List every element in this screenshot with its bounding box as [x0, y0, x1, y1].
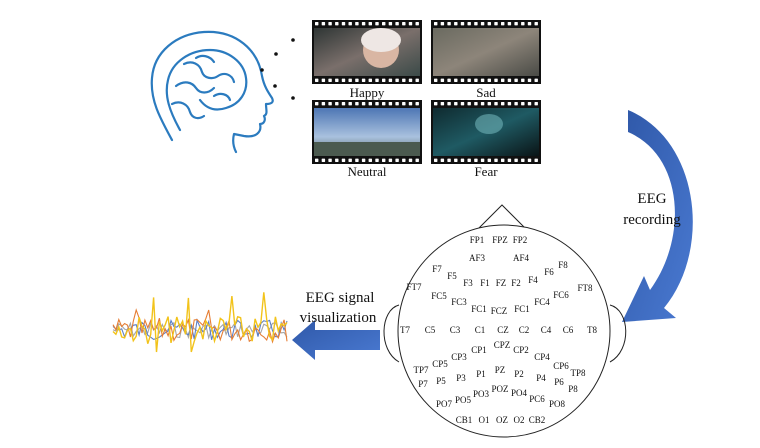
electrode-label: FC6 — [553, 290, 569, 300]
stimulus-label-happy: Happy — [350, 85, 385, 100]
electrode-label: F2 — [511, 278, 521, 288]
electrode-label: O1 — [479, 415, 490, 425]
electrode-label: C6 — [563, 325, 574, 335]
electrode-label: C2 — [519, 325, 530, 335]
electrode-label: PZ — [495, 365, 506, 375]
electrode-label: T8 — [587, 325, 597, 335]
stimulus-label-sad: Sad — [476, 85, 496, 100]
electrode-label: PO7 — [436, 399, 453, 409]
electrode-label: T7 — [400, 325, 410, 335]
film-frame-fear — [431, 100, 541, 164]
electrode-label: CP6 — [553, 361, 569, 371]
eeg-signal-line — [112, 308, 288, 344]
electrode-label: FC1 — [471, 304, 487, 314]
electrode-label: CB2 — [529, 415, 546, 425]
electrode-label: P6 — [554, 377, 564, 387]
electrode-label: P8 — [568, 384, 578, 394]
stimulus-label-fear: Fear — [474, 164, 498, 179]
nose-icon — [476, 204, 528, 231]
electrode-label: FZ — [496, 278, 507, 288]
electrode-label: FT8 — [577, 283, 593, 293]
electrode-label: FC5 — [431, 291, 447, 301]
electrode-label: P5 — [436, 376, 446, 386]
film-frame-happy — [312, 20, 422, 84]
electrode-label: POZ — [491, 384, 508, 394]
electrode-label: F8 — [558, 260, 568, 270]
electrode-label: C1 — [475, 325, 486, 335]
electrode-label: CP1 — [471, 345, 487, 355]
electrode-label: F1 — [480, 278, 490, 288]
electrode-label: FPZ — [492, 235, 508, 245]
electrode-label: FC4 — [534, 297, 550, 307]
electrode-label: TP8 — [570, 368, 586, 378]
electrode-label: P2 — [514, 369, 524, 379]
recording-label-line1: EEG — [637, 191, 666, 207]
electrode-label: OZ — [496, 415, 508, 425]
electrode-label: P3 — [456, 373, 466, 383]
electrode-label: P7 — [418, 379, 428, 389]
electrode-label: C4 — [541, 325, 552, 335]
electrode-label: PO8 — [549, 399, 566, 409]
electrode-label: PC6 — [529, 394, 545, 404]
scalp-outline — [397, 224, 611, 438]
electrode-label: P1 — [476, 369, 486, 379]
electrode-label: CP3 — [451, 352, 467, 362]
electrode-label: C3 — [450, 325, 461, 335]
electrode-label: CP2 — [513, 345, 529, 355]
electrode-label: FT7 — [406, 282, 422, 292]
left-ear-icon — [383, 304, 400, 363]
electrode-label: FP2 — [513, 235, 528, 245]
film-frame-sad — [431, 20, 541, 84]
head-brain-icon — [150, 30, 274, 154]
electrode-label: CZ — [497, 325, 509, 335]
electrode-label: P4 — [536, 373, 546, 383]
electrode-label: TP7 — [413, 365, 429, 375]
visualization-arrow — [292, 320, 380, 360]
electrode-label: F6 — [544, 267, 554, 277]
electrode-label: CPZ — [494, 340, 511, 350]
eeg-signal-traces — [112, 292, 288, 353]
visualization-label-line1: EEG signal — [306, 290, 375, 306]
visualization-label-line2: visualization — [300, 310, 377, 326]
electrode-label: F3 — [463, 278, 473, 288]
electrode-label: FCZ — [491, 306, 508, 316]
eeg-signal-line — [112, 292, 288, 353]
electrode-label: F4 — [528, 275, 538, 285]
electrode-label: O2 — [514, 415, 525, 425]
film-frame-neutral — [312, 100, 422, 164]
electrode-label: AF3 — [469, 253, 486, 263]
eeg-electrode-cap — [383, 204, 627, 438]
stimulus-label-neutral: Neutral — [348, 164, 387, 179]
electrode-label: PO4 — [511, 388, 528, 398]
electrode-label: AF4 — [513, 253, 530, 263]
right-ear-icon — [609, 304, 627, 363]
electrode-label: FC3 — [451, 297, 467, 307]
electrode-label: CP4 — [534, 352, 550, 362]
electrode-label: F7 — [432, 264, 442, 274]
recording-label-line2: recording — [623, 212, 681, 228]
electrode-label: PO5 — [455, 395, 472, 405]
electrode-label: CP5 — [432, 359, 448, 369]
stimulus-film-strips — [312, 20, 541, 164]
recording-arrow — [622, 110, 693, 322]
electrode-label: FC1 — [514, 304, 530, 314]
electrode-label: FP1 — [470, 235, 485, 245]
electrode-label: CB1 — [456, 415, 473, 425]
electrode-label: C5 — [425, 325, 436, 335]
gaze-dots — [260, 38, 295, 100]
electrode-label: PO3 — [473, 389, 490, 399]
electrode-label: F5 — [447, 271, 457, 281]
